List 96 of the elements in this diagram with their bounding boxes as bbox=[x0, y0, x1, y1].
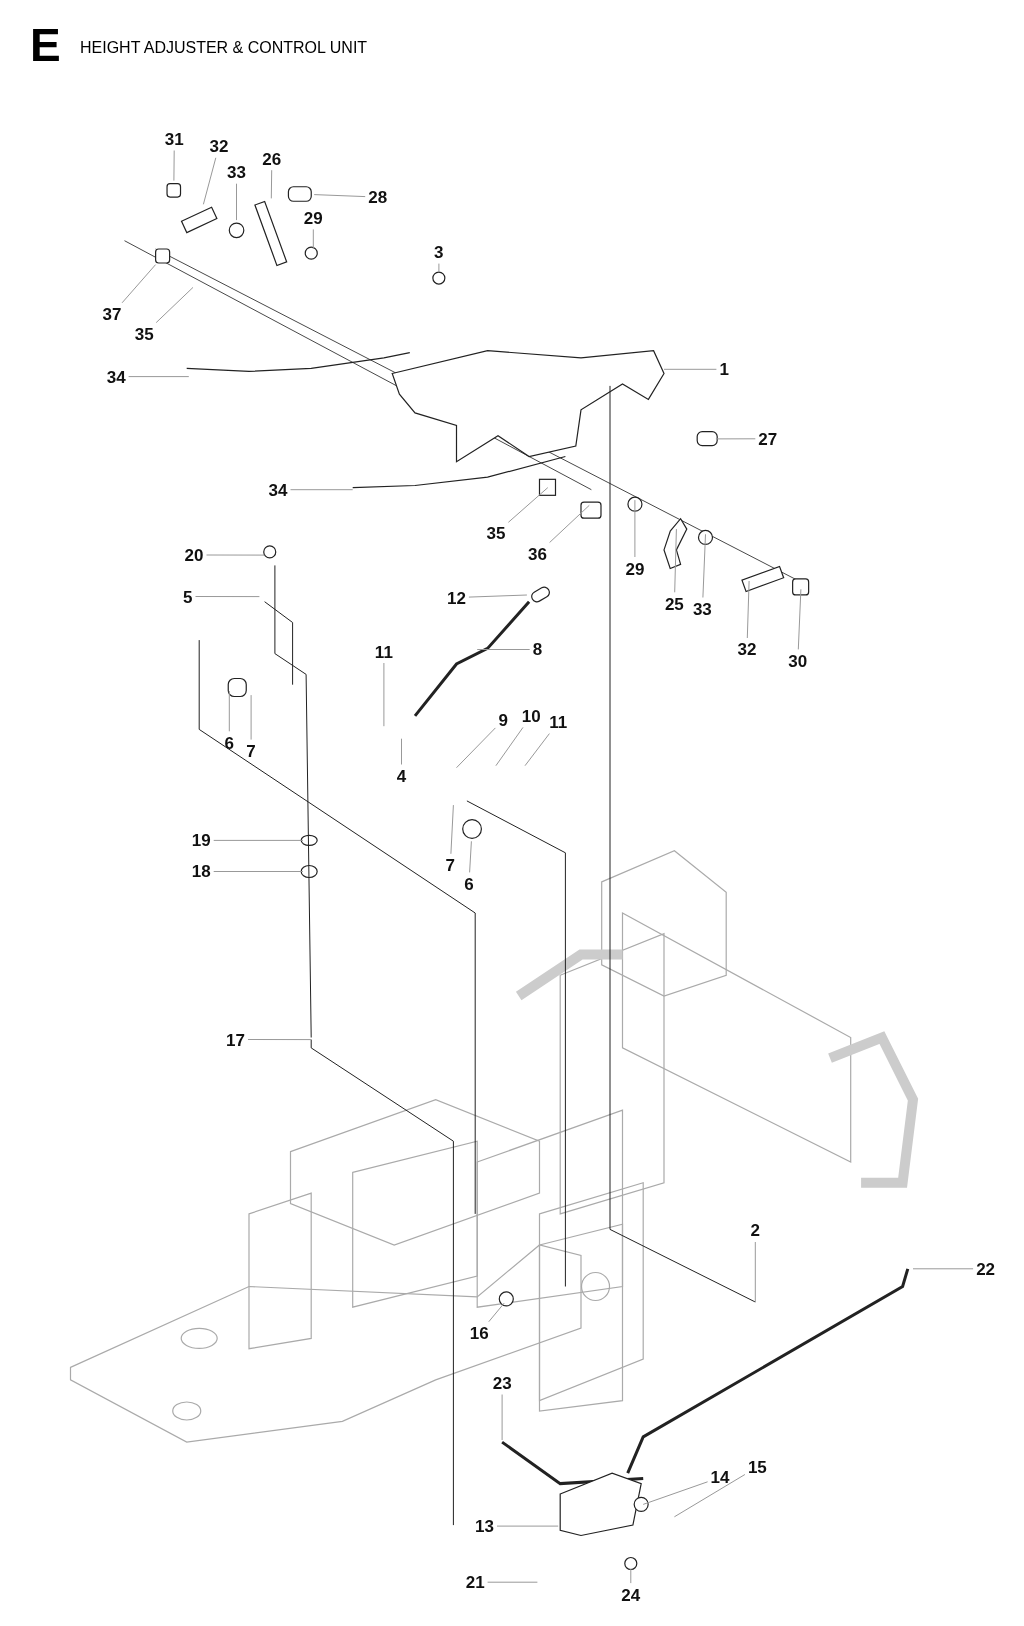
callout-number: 9 bbox=[498, 711, 508, 729]
callout-number: 6 bbox=[224, 734, 234, 752]
callout-number: 29 bbox=[303, 209, 323, 227]
leader-line bbox=[450, 804, 454, 855]
callout-number: 1 bbox=[719, 360, 729, 378]
leader-line bbox=[507, 487, 549, 523]
callout-number: 18 bbox=[191, 863, 211, 880]
leader-line bbox=[236, 183, 237, 221]
leader-line bbox=[202, 157, 217, 205]
callout-number: 21 bbox=[465, 1573, 485, 1591]
callout-number: 32 bbox=[209, 137, 229, 155]
leader-line bbox=[401, 738, 402, 765]
callout-number: 12 bbox=[447, 589, 466, 607]
leader-line bbox=[155, 286, 194, 324]
leader-line bbox=[549, 504, 590, 543]
leader-line bbox=[290, 489, 354, 491]
leader-line bbox=[663, 368, 717, 370]
leader-line bbox=[495, 726, 524, 767]
section-letter: E bbox=[30, 22, 61, 68]
leader-line bbox=[715, 438, 756, 440]
callout-number: 7 bbox=[445, 856, 455, 874]
callout-number: 11 bbox=[549, 713, 568, 731]
callout-number: 33 bbox=[227, 163, 246, 181]
callout-number: 30 bbox=[788, 652, 808, 670]
callout-number: 6 bbox=[464, 875, 474, 893]
callout-number: 23 bbox=[492, 1374, 512, 1392]
bushing bbox=[462, 819, 482, 839]
callout-number: 35 bbox=[134, 325, 154, 343]
leader-line bbox=[674, 528, 677, 593]
leader-line bbox=[250, 694, 252, 741]
callout-number: 3 bbox=[434, 243, 444, 261]
callout-number: 15 bbox=[747, 1458, 767, 1476]
callout-number: 16 bbox=[469, 1324, 489, 1342]
callout-number: 24 bbox=[621, 1586, 641, 1604]
leader-line bbox=[270, 169, 273, 199]
leader-line bbox=[476, 649, 531, 650]
leader-line bbox=[228, 690, 230, 732]
callout-number: 20 bbox=[184, 546, 204, 564]
leader-line bbox=[487, 1581, 538, 1583]
leader-line bbox=[501, 1394, 503, 1441]
leader-line bbox=[312, 228, 314, 250]
callout-number: 34 bbox=[268, 481, 288, 499]
callout-number: 28 bbox=[368, 188, 388, 206]
leader-line bbox=[383, 662, 385, 727]
callout-number: 33 bbox=[692, 600, 712, 618]
leader-line bbox=[195, 596, 260, 598]
leader-line bbox=[746, 580, 750, 639]
callout-number: 8 bbox=[532, 640, 543, 658]
leader-line bbox=[213, 871, 304, 872]
leader-line bbox=[128, 376, 190, 378]
callout-number: 34 bbox=[106, 368, 126, 386]
leader-line bbox=[524, 733, 550, 767]
leader-line bbox=[313, 194, 366, 198]
callout-number: 32 bbox=[737, 640, 757, 658]
callout-number: 13 bbox=[475, 1517, 494, 1535]
leader-line bbox=[438, 263, 440, 273]
callout-number: 7 bbox=[246, 742, 256, 760]
leader-line bbox=[213, 839, 304, 841]
leader-line bbox=[173, 150, 175, 182]
callout-number: 29 bbox=[625, 560, 645, 578]
diagram-title: HEIGHT ADJUSTER & CONTROL UNIT bbox=[80, 40, 368, 56]
callout-number: 31 bbox=[164, 130, 184, 148]
leader-line bbox=[630, 1568, 632, 1584]
callout-number: 36 bbox=[527, 545, 547, 563]
leader-line bbox=[673, 1474, 746, 1518]
callout-number: 27 bbox=[758, 430, 778, 448]
leader-line bbox=[469, 840, 472, 873]
leader-line bbox=[912, 1268, 974, 1270]
leader-line bbox=[488, 1302, 505, 1323]
callout-number: 26 bbox=[262, 150, 282, 168]
leader-line bbox=[247, 1039, 312, 1041]
bushing bbox=[228, 222, 245, 239]
leader-line bbox=[642, 1481, 709, 1505]
leader-line bbox=[797, 588, 802, 650]
callout-number: 37 bbox=[102, 305, 122, 323]
leader-line bbox=[634, 499, 636, 558]
callout-number: 10 bbox=[521, 707, 541, 725]
leader-line bbox=[121, 264, 157, 304]
leader-line bbox=[754, 1241, 756, 1303]
knob-cylinder bbox=[287, 186, 312, 202]
callout-number: 19 bbox=[191, 831, 211, 849]
callout-number: 4 bbox=[396, 767, 407, 785]
callout-number: 25 bbox=[664, 595, 684, 613]
callout-number: 17 bbox=[226, 1031, 245, 1049]
leader-line bbox=[206, 554, 266, 556]
callout-number: 35 bbox=[486, 524, 506, 542]
callout-number: 14 bbox=[710, 1468, 730, 1486]
callout-number: 11 bbox=[374, 643, 393, 661]
callout-number: 5 bbox=[183, 588, 193, 606]
leader-line bbox=[468, 594, 528, 598]
callout-number: 22 bbox=[976, 1260, 996, 1278]
nut bbox=[166, 183, 182, 198]
leader-line bbox=[456, 727, 496, 769]
callout-number: 2 bbox=[750, 1221, 760, 1239]
leader-line bbox=[702, 533, 706, 598]
leader-line bbox=[496, 1525, 559, 1527]
